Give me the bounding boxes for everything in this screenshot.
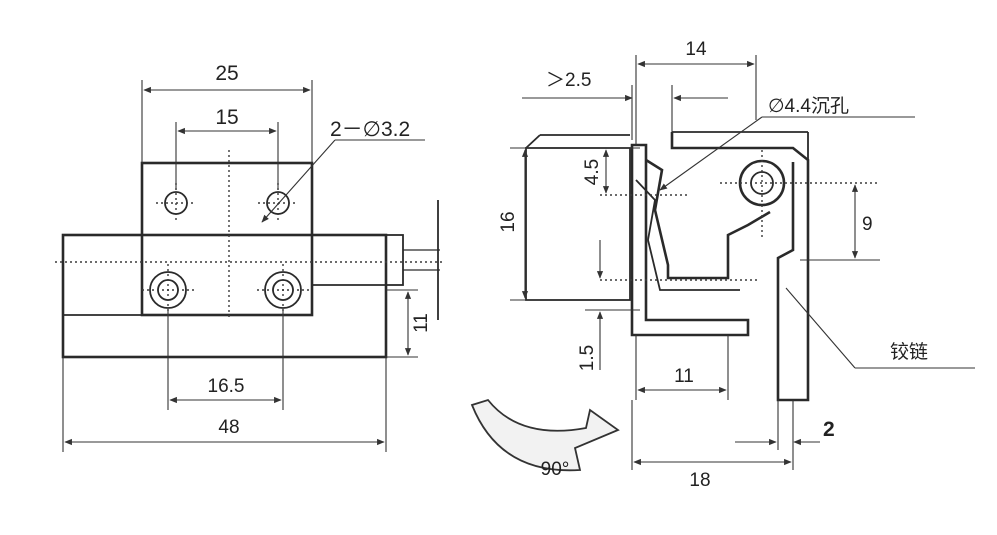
- l-bracket: [670, 132, 810, 402]
- front-view: 25 15 2－∅3.2 16.5 48 11: [55, 62, 445, 452]
- rotation-label: 90°: [541, 459, 570, 480]
- dim-overall-width: 48: [218, 417, 239, 438]
- dim-top-width: 25: [215, 62, 238, 85]
- dim-min-gap: ＞2.5: [546, 70, 591, 91]
- hinge-bar: [61, 233, 388, 359]
- lower-hole-left: [142, 264, 194, 316]
- hinge-label: 铰链: [890, 341, 928, 363]
- lower-hole-right: [257, 264, 309, 316]
- hinge-arm: [645, 158, 771, 280]
- dim-upper-hole-spacing: 15: [215, 106, 238, 129]
- dim-2: 2: [823, 418, 835, 441]
- dim-9: 9: [862, 214, 873, 235]
- rotation-arrow-icon: [470, 398, 620, 472]
- upper-plate: [140, 161, 314, 317]
- dim-11: 11: [674, 366, 694, 387]
- hole-callout: 2－∅3.2: [330, 118, 410, 141]
- plate-outline: [525, 147, 631, 301]
- dim-height: 11: [411, 313, 432, 333]
- dim-18: 18: [689, 470, 710, 491]
- dim-lower-hole-spacing: 16.5: [208, 376, 245, 397]
- dim-16: 16: [498, 211, 519, 232]
- dim-top: 14: [685, 39, 707, 60]
- pin-knuckle: [385, 234, 404, 286]
- side-view: 14 ＞2.5 ∅4.4沉孔 4.5 16 9 1.5 11: [470, 39, 975, 491]
- countersink-callout: ∅4.4沉孔: [768, 95, 849, 117]
- dim-4-5: 4.5: [582, 159, 603, 185]
- mounting-plate: [630, 143, 750, 337]
- dim-1-5: 1.5: [577, 345, 598, 371]
